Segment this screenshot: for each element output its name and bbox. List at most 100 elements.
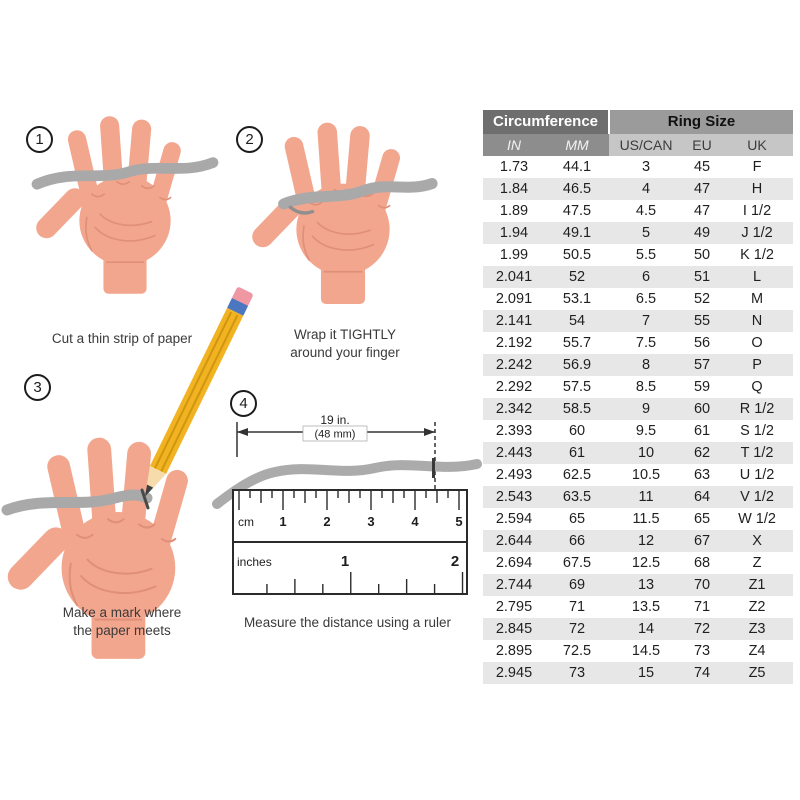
table-group-header-row: Circumference Ring Size [483, 110, 794, 134]
step-number-4: 4 [230, 390, 257, 417]
size-table-cell: K 1/2 [740, 247, 774, 263]
size-table-cell: 49 [683, 222, 722, 244]
size-table-cell: 1.94 [483, 222, 545, 244]
paper-strip-wrapped [278, 178, 438, 210]
size-table-cell: 68 [693, 555, 711, 571]
size-table-cell: 60 [683, 398, 722, 420]
size-table-cell: 11 [609, 486, 684, 508]
size-table-cell: Q [751, 379, 763, 395]
step3-caption: Make a mark where the paper meets [22, 604, 222, 640]
size-table-cell: 56 [693, 335, 711, 351]
size-table-cell: 11.5 [632, 511, 660, 527]
size-table-cell: 52 [693, 291, 711, 307]
size-table-cell: 51 [683, 266, 722, 288]
size-table-cell: 2.795 [495, 599, 533, 615]
size-table-cell: P [721, 354, 794, 376]
size-table-cell: 12 [609, 530, 684, 552]
paper-strip-wrap-fold [288, 205, 315, 215]
size-table-cell: 2.594 [495, 511, 533, 527]
size-table-cell: 52 [545, 266, 610, 288]
size-table-cell: O [751, 335, 763, 351]
cm-ticks [238, 490, 460, 510]
size-table-cell: 14 [609, 618, 684, 640]
size-table-cell: 4.5 [635, 203, 657, 219]
size-table-cell: 59 [693, 379, 711, 395]
size-table-cell: 2.443 [483, 442, 545, 464]
size-table-cell: 5 [609, 222, 684, 244]
ruler-graphic: 19 in. (48 mm) cm 1 2 3 4 5 inches 1 2 [212, 413, 482, 595]
size-table-cell: 15 [609, 662, 684, 684]
size-table-cell: 72.5 [562, 643, 592, 659]
size-table-cell: 10.5 [631, 467, 661, 483]
size-table-cell: 71 [568, 599, 586, 615]
table-header-circumference: Circumference [483, 110, 610, 134]
size-table-cell: 2.393 [495, 423, 533, 439]
pencil-icon [144, 287, 253, 497]
size-table-cell: 65 [693, 511, 711, 527]
step2-caption: Wrap it TIGHTLY around your finger [250, 326, 440, 362]
ring-size-table: Circumference Ring Size IN MM US/CAN EU … [483, 110, 794, 684]
pen-mark [140, 488, 150, 510]
step-number-4-label: 4 [239, 395, 248, 412]
step1-hand-graphic [31, 114, 219, 295]
size-table-cell: 2.342 [483, 398, 545, 420]
size-table-cell: 50 [693, 247, 711, 263]
size-table-cell: 61 [693, 423, 711, 439]
size-table-cell: 50.5 [562, 247, 592, 263]
size-table-cell: 2.292 [495, 379, 533, 395]
size-table-cell: 7.5 [635, 335, 657, 351]
size-table-cell: 3 [641, 159, 651, 175]
size-table-cell: 73 [693, 643, 711, 659]
size-table-cell: 46.5 [545, 178, 610, 200]
size-table-cell: R 1/2 [721, 398, 794, 420]
column-header-eu: EU [683, 134, 722, 156]
size-table-cell: Z [752, 555, 762, 571]
size-table-cell: W 1/2 [738, 511, 776, 527]
size-table-cell: S 1/2 [740, 423, 774, 439]
size-table-cell: L [721, 266, 794, 288]
size-table-cell: 2.192 [495, 335, 533, 351]
inch-number: 1 [341, 553, 349, 570]
size-table-cell: 2.493 [495, 467, 533, 483]
size-table-cell: 49.1 [545, 222, 610, 244]
inches-unit-label: inches [237, 555, 272, 569]
step1-caption: Cut a thin strip of paper [22, 330, 222, 348]
table-column-header-row: IN MM US/CAN EU UK [483, 134, 794, 156]
paper-strip-measured [212, 459, 482, 509]
size-table-cell: U 1/2 [739, 467, 775, 483]
table-header-ring-size: Ring Size [608, 110, 794, 134]
size-table-cell: 2.141 [483, 310, 545, 332]
size-table-cell: 1.89 [499, 203, 529, 219]
size-table-cell: Z5 [721, 662, 794, 684]
size-table-cell: 9 [609, 398, 684, 420]
size-table-cell: 2.041 [483, 266, 545, 288]
size-table-cell: Z3 [721, 618, 794, 640]
paper-strip [31, 157, 219, 190]
size-table-cell: 70 [683, 574, 722, 596]
size-table-cell: J 1/2 [721, 222, 794, 244]
size-table-cell: 7 [609, 310, 684, 332]
size-table-cell: 53.1 [562, 291, 592, 307]
size-table-cell: 4 [609, 178, 684, 200]
step3-hand-graphic [1, 287, 253, 660]
size-table-cell: 63 [693, 467, 711, 483]
size-table-cell: 2.845 [483, 618, 545, 640]
size-table-cell: 60 [568, 423, 586, 439]
size-table-cell: 2.744 [483, 574, 545, 596]
arrow-left-icon [237, 428, 248, 436]
size-table-cell: 6 [609, 266, 684, 288]
step-number-2: 2 [236, 126, 263, 153]
